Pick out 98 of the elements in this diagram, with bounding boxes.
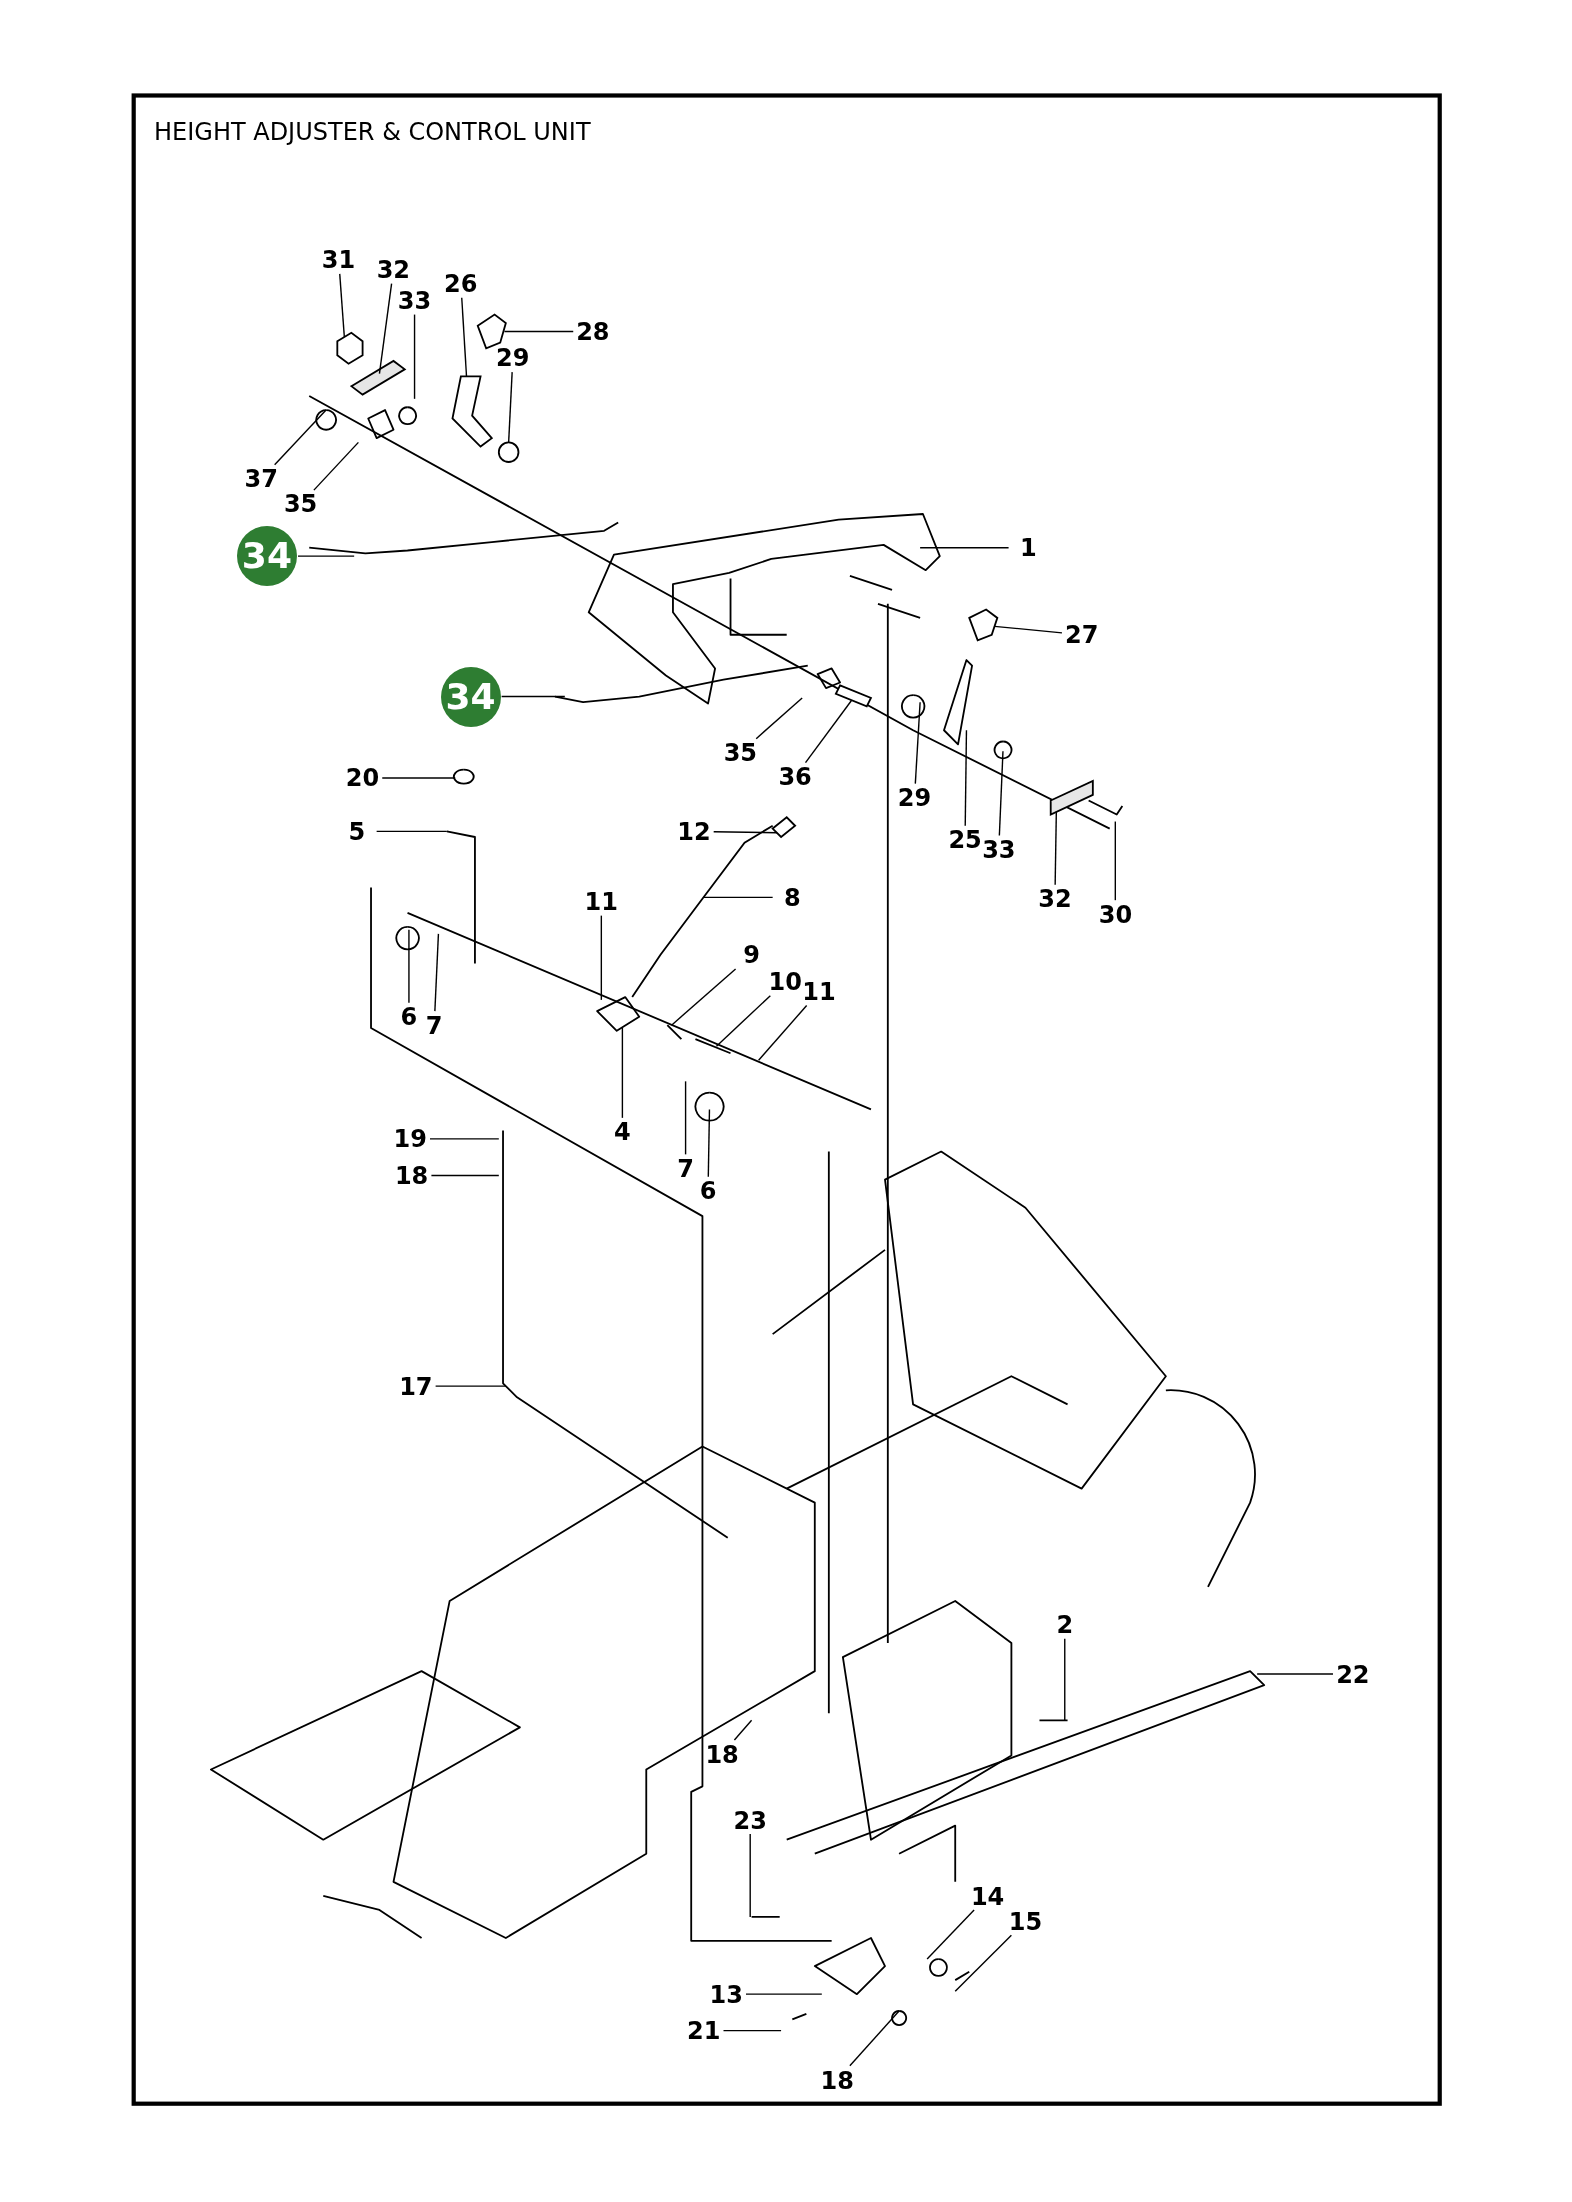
plate-drawing — [349, 359, 407, 396]
leader-line — [429, 1138, 500, 1140]
leader-line — [755, 697, 803, 740]
leader-line — [757, 1004, 808, 1061]
leader-line — [1054, 811, 1058, 886]
callout-number: 13 — [709, 1981, 743, 2008]
callout-number: 8 — [783, 884, 801, 911]
leader-line — [408, 928, 410, 1004]
leader-line — [273, 409, 327, 466]
leader-line — [964, 729, 968, 827]
callout-number: 1 — [1020, 534, 1037, 561]
callout-number: 7 — [425, 1012, 443, 1039]
leader-line — [745, 1993, 823, 1995]
callout-number: 18 — [394, 1162, 429, 1189]
leader-line — [297, 555, 355, 557]
leader-line — [375, 830, 448, 833]
callout-number: 20 — [345, 765, 380, 792]
leader-line — [600, 914, 603, 1001]
leader-line — [500, 695, 566, 698]
callout-number: 6 — [400, 1004, 418, 1031]
callout-number: 11 — [802, 978, 836, 1005]
grip-drawing — [771, 816, 797, 839]
leader-line — [413, 313, 416, 400]
lever-drawing — [451, 375, 494, 448]
leader-line — [926, 1909, 975, 1960]
callout-number: 35 — [283, 491, 318, 518]
callout-number: 35 — [723, 740, 758, 766]
callout-badge: 34 — [440, 666, 501, 727]
leader-line — [378, 283, 393, 375]
callout-number: 9 — [743, 942, 760, 969]
leader-line — [1114, 820, 1116, 901]
leader-line — [914, 701, 921, 785]
leader-line — [684, 1080, 687, 1156]
callout-number: 33 — [982, 836, 1016, 863]
callout-number: 10 — [768, 968, 802, 995]
callout-number: 7 — [677, 1155, 694, 1182]
callout-number: 18 — [820, 2067, 854, 2094]
callout-number: 21 — [687, 2018, 721, 2045]
leader-line — [430, 1174, 500, 1177]
leader-line — [381, 777, 456, 779]
callout-number: 30 — [1098, 901, 1133, 928]
callout-number: 29 — [496, 345, 530, 372]
leader-line — [733, 1719, 753, 1741]
leader-line — [434, 933, 440, 1012]
callout-number: 25 — [948, 827, 982, 854]
callout-number: 32 — [376, 256, 411, 283]
callout-number: 32 — [1038, 886, 1072, 913]
leader-line — [998, 750, 1004, 837]
leader-line — [621, 1027, 624, 1119]
callout-number: 11 — [584, 888, 618, 915]
leader-line — [507, 371, 513, 444]
leader-line — [849, 2010, 900, 2067]
callout-number: 23 — [733, 1807, 767, 1834]
callout-number: 2 — [1056, 1612, 1074, 1639]
leader-line — [715, 994, 772, 1047]
leader-line — [339, 273, 346, 338]
callout-number: 19 — [393, 1126, 427, 1153]
callout-number: 31 — [321, 246, 356, 273]
plate-drawing — [1049, 779, 1094, 816]
callout-number: 37 — [244, 466, 278, 493]
callout-number: 18 — [705, 1741, 739, 1768]
callout-number: 17 — [399, 1373, 433, 1400]
leader-line — [313, 441, 360, 491]
callout-number: 15 — [1008, 1908, 1043, 1935]
leader-line — [707, 1108, 711, 1178]
callout-number: 6 — [699, 1178, 717, 1205]
bolt-drawing — [834, 684, 873, 708]
nut-drawing — [336, 331, 364, 365]
leader-line — [461, 297, 468, 378]
callout-number: 5 — [348, 818, 366, 845]
callout-number: 27 — [1065, 621, 1099, 648]
leader-line — [804, 700, 852, 764]
leader-line — [749, 1833, 751, 1918]
callout-badge: 34 — [236, 526, 297, 587]
callout-number: 22 — [1336, 1661, 1370, 1688]
knob-drawing — [968, 608, 999, 642]
leader-line — [1064, 1638, 1066, 1721]
callout-number: 28 — [576, 318, 610, 345]
washer-drawing — [497, 441, 520, 463]
leader-line — [703, 896, 774, 899]
leader-line — [434, 1385, 507, 1387]
callout-number: 26 — [444, 270, 478, 297]
callout-number: 33 — [397, 287, 432, 314]
leader-line — [993, 625, 1063, 634]
leader-line — [503, 330, 574, 333]
leader-line — [1256, 1673, 1334, 1675]
callout-number: 29 — [897, 784, 932, 811]
callout-number: 14 — [970, 1883, 1005, 1910]
knob-drawing — [476, 313, 507, 350]
leader-line — [722, 2029, 782, 2032]
leader-line — [954, 1934, 1013, 1993]
callout-number: 12 — [677, 818, 711, 845]
leader-line — [670, 968, 737, 1026]
leader-line — [919, 547, 1010, 549]
leader-line — [712, 831, 778, 834]
callout-number: 36 — [778, 763, 812, 790]
callout-number: 4 — [614, 1119, 631, 1146]
diagram-title: HEIGHT ADJUSTER & CONTROL UNIT — [154, 118, 591, 146]
